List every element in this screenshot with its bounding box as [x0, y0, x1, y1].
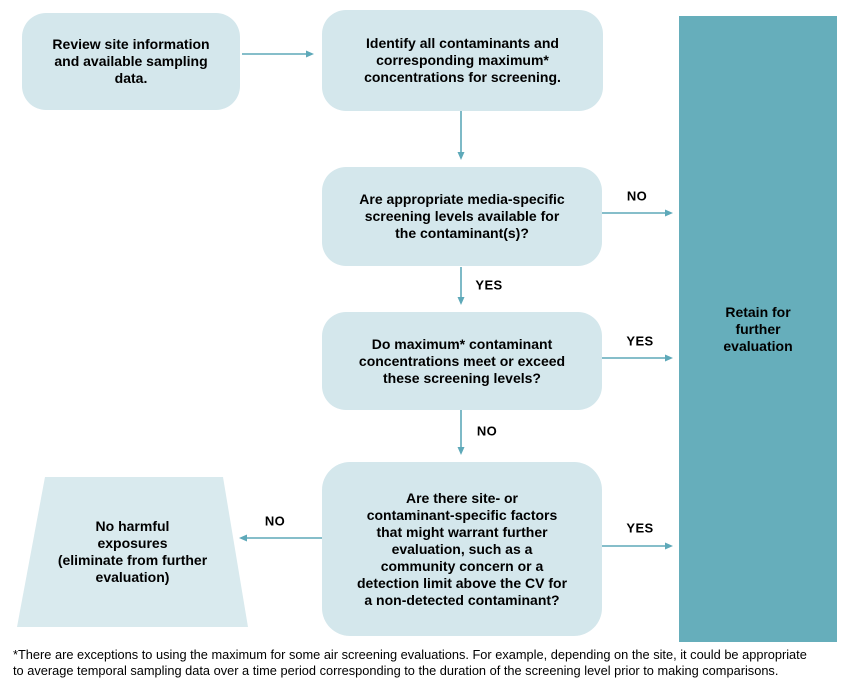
footnote-maximum-exceptions: *There are exceptions to using the maxim…	[13, 647, 807, 678]
node-screening-levels-available: Are appropriate media-specific screening…	[322, 167, 602, 266]
node-identify-contaminants: Identify all contaminants and correspond…	[322, 10, 603, 111]
node-review-site-information: Review site information and available sa…	[22, 13, 240, 110]
edge-label-factors-yes: YES	[626, 520, 654, 536]
node-retain-for-further-evaluation: Retain for further evaluation	[679, 16, 837, 642]
edge-label-screening-no: NO	[626, 188, 648, 204]
node-concentrations-exceed: Do maximum* contaminant concentrations m…	[322, 312, 602, 410]
node-site-specific-factors: Are there site- or contaminant-specific …	[322, 462, 602, 636]
edge-label-factors-no: NO	[264, 513, 286, 529]
edge-label-screening-yes: YES	[475, 277, 503, 293]
edge-label-exceed-no: NO	[476, 423, 498, 439]
node-no-harmful-exposures: No harmful exposures (eliminate from fur…	[17, 477, 248, 627]
edge-label-exceed-yes: YES	[626, 333, 654, 349]
